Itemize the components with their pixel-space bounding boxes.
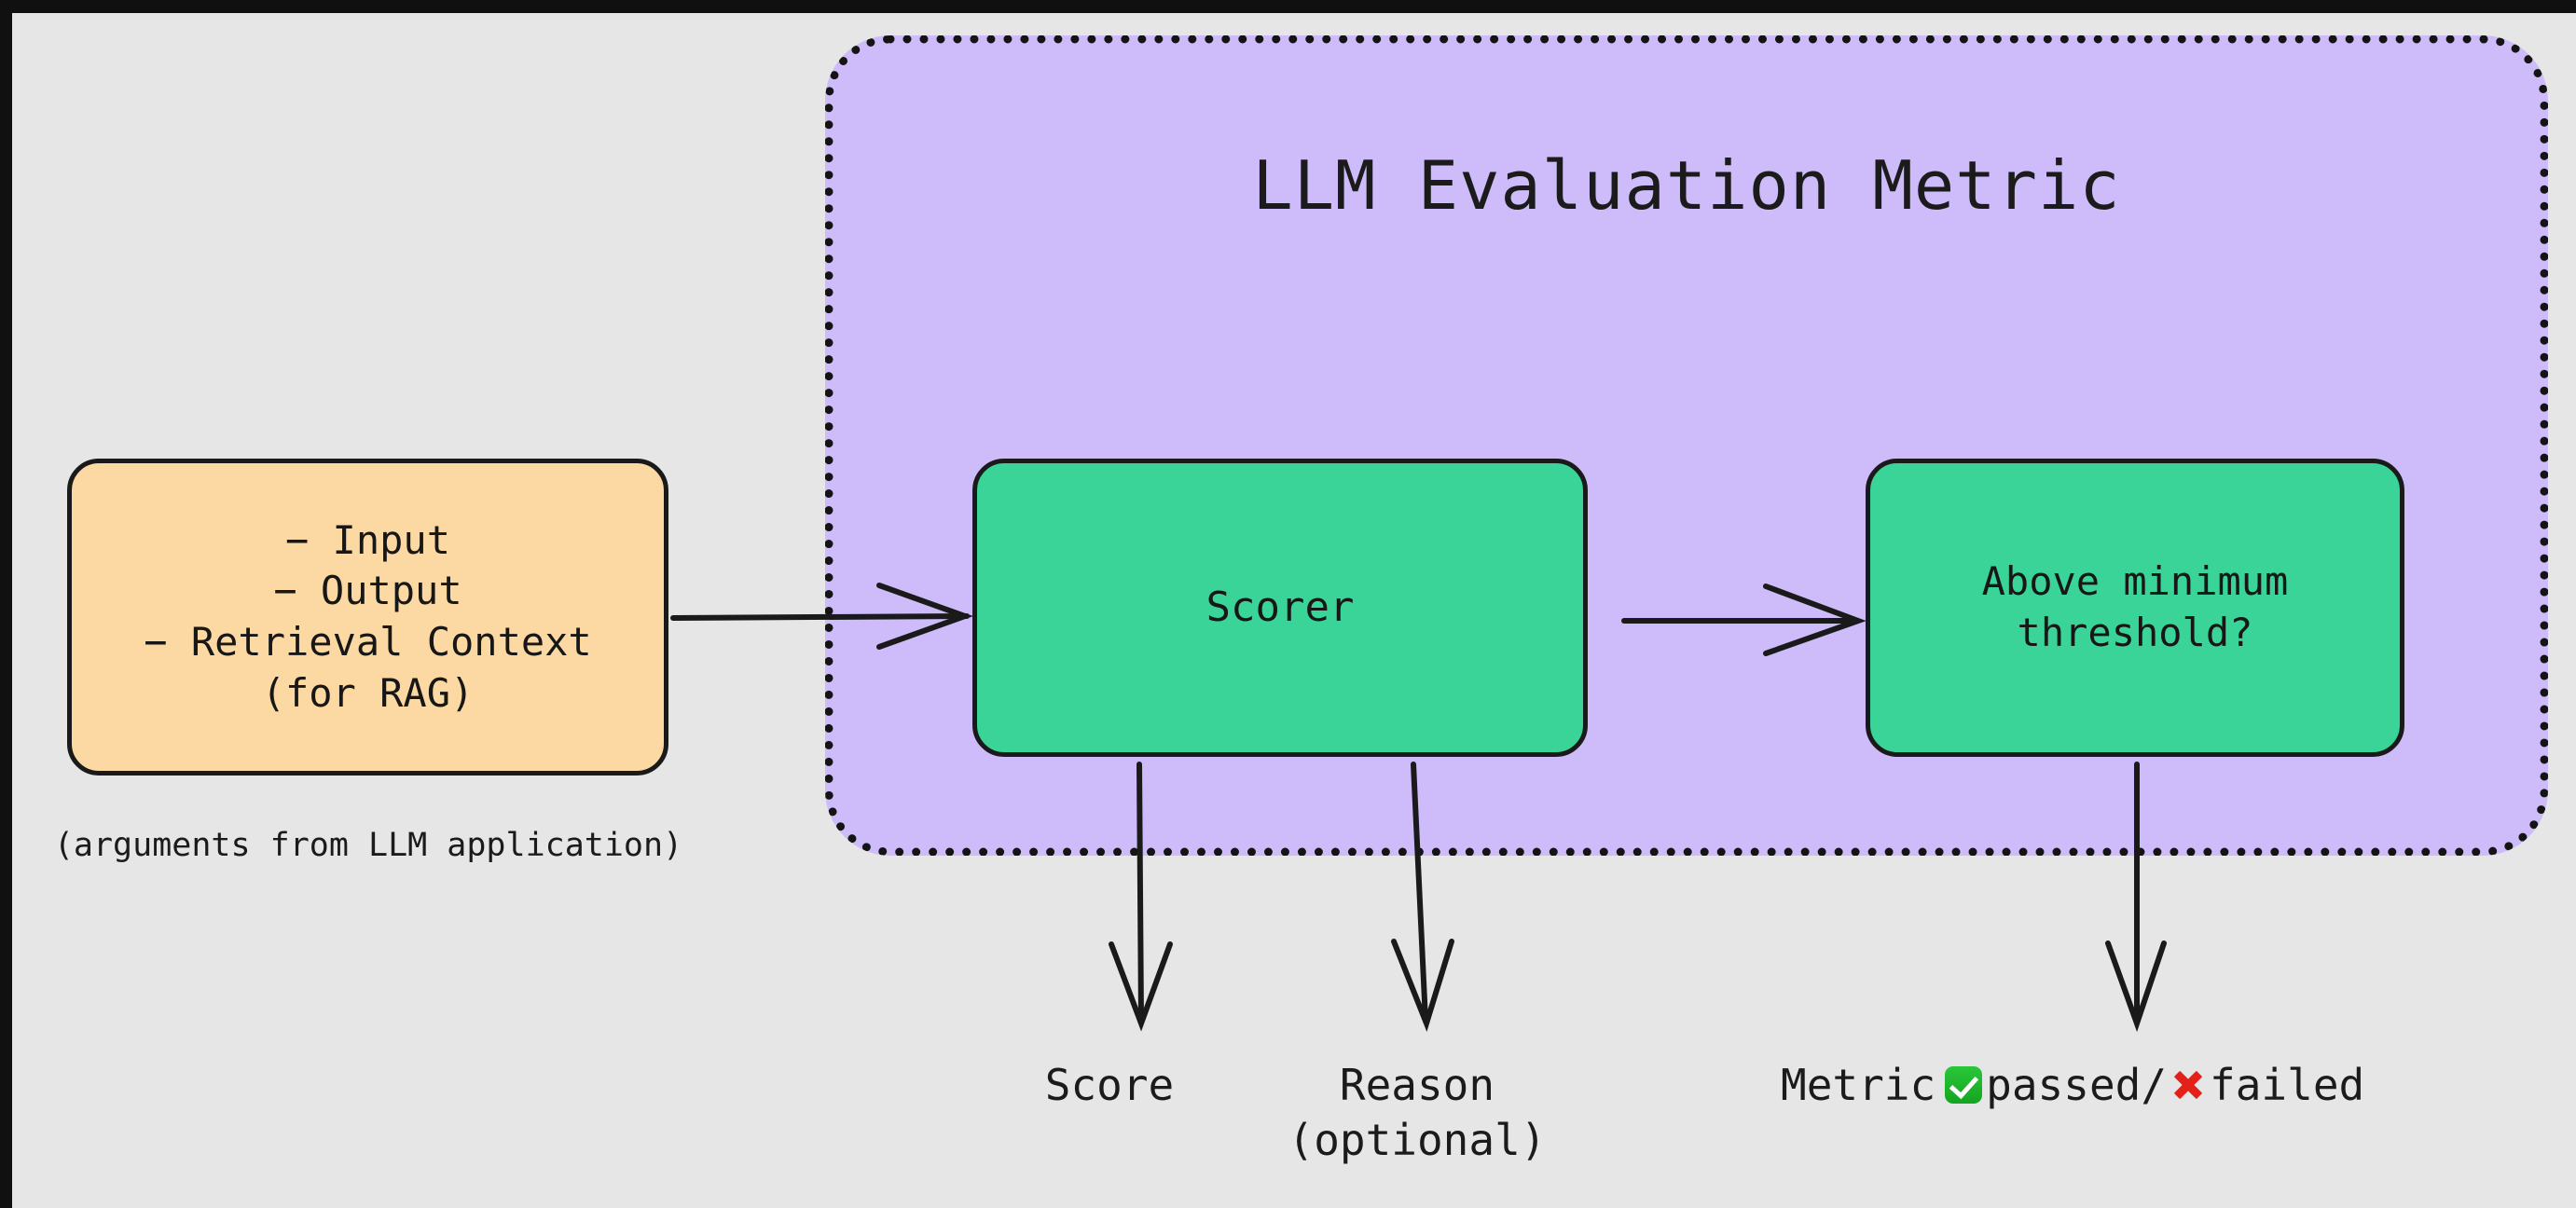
metric-failed-label: failed [2210,1060,2365,1110]
arrowhead-threshold-to-metric [2105,940,2167,1033]
metric-passed-label: passed/ [1986,1060,2168,1110]
arrowhead-scorer-to-reason [1391,939,1454,1033]
cross-mark-icon [2170,1067,2206,1103]
page-title: LLM Evaluation Metric [1252,146,2121,225]
caption-metric-result: Metric passed/ failed [1781,1058,2517,1113]
caption-score: Score [1044,1060,1175,1110]
top-black-bar [0,0,2576,13]
caption-reason: Reason (optional) [1288,1060,1547,1165]
white-check-mark-icon [1945,1066,1983,1105]
node-threshold: Above minimum threshold? [1866,459,2404,757]
arrowhead-scorer-to-score [1109,941,1173,1032]
node-input-arguments: − Input − Output − Retrieval Context (fo… [67,459,668,776]
left-black-edge [0,13,12,1208]
caption-arguments-note: (arguments from LLM application) [53,827,683,864]
node-scorer: Scorer [972,459,1588,757]
metric-prefix-label: Metric [1781,1060,1936,1110]
